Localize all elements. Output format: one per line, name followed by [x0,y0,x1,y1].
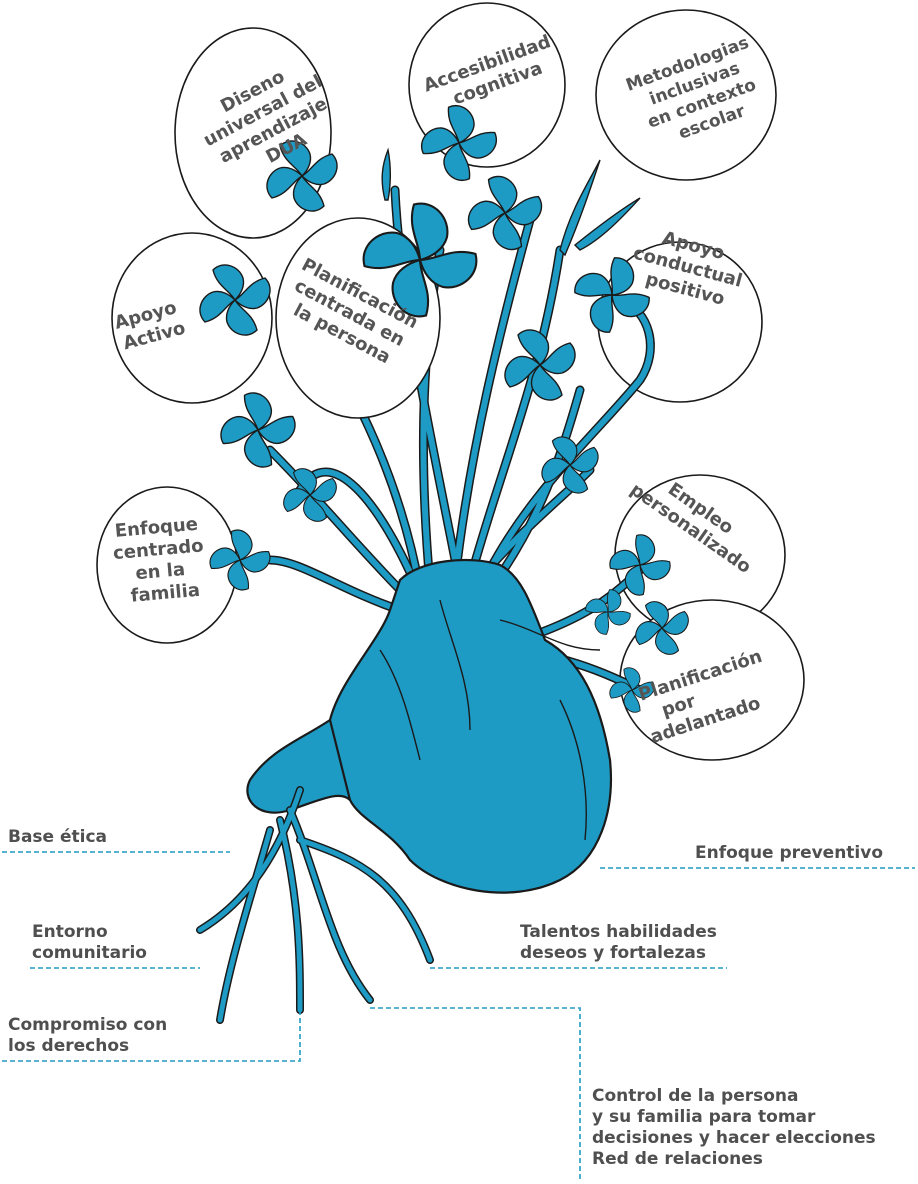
line-control [370,1008,580,1180]
annotation-talentos: Talentos habilidades deseos y fortalezas [520,922,717,964]
annotation-control-3: Red de relaciones [592,1149,876,1170]
clover-right-top [467,175,544,252]
annotation-compromiso-0: Compromiso con [8,1015,167,1036]
annotation-control: Control de la persona y su familia para … [592,1086,876,1170]
annotation-talentos-1: deseos y fortalezas [520,943,717,964]
clover-left-mid [218,390,297,469]
annotation-entorno-0: Entorno [32,922,147,943]
annotation-control-1: y su familia para tomar [592,1107,876,1128]
annotation-base-etica: Base ética [8,827,107,848]
annotation-control-0: Control de la persona [592,1086,876,1107]
annotation-compromiso: Compromiso con los derechos [8,1015,167,1057]
annotation-entorno: Entorno comunitario [32,922,147,964]
clover-mid-right [505,330,575,400]
annotation-entorno-1: comunitario [32,943,147,964]
clover-small-right [583,587,632,636]
label-enfoque-familia-2: en la [135,559,186,584]
annotation-control-2: decisiones y hacer elecciones [592,1128,876,1149]
annotation-talentos-0: Talentos habilidades [520,922,717,943]
annotation-enfoque-preventivo: Enfoque preventivo [695,843,883,864]
annotation-compromiso-1: los derechos [8,1036,167,1057]
